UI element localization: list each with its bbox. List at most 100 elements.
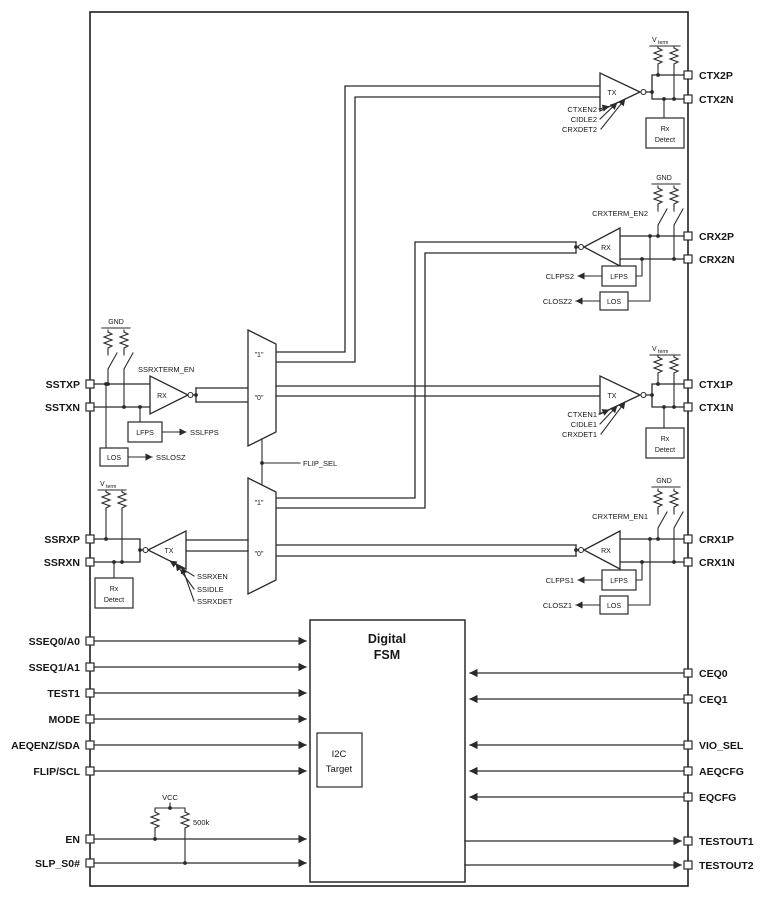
gnd-label: GND <box>108 319 124 326</box>
pin-crx2n <box>683 254 693 264</box>
sstx-amp-label: RX <box>157 393 167 400</box>
pin-vio-sel <box>683 740 693 750</box>
crx1-amp-label: RX <box>601 548 611 555</box>
ssrxen-label: SSRXEN <box>197 572 228 581</box>
junction-dot <box>672 97 676 101</box>
resistor <box>653 488 663 510</box>
wires-sstx-to-mux1 <box>192 387 249 403</box>
pin-ssrxn <box>85 557 95 567</box>
resistor <box>180 809 190 831</box>
pins-left: SSTXP SSTXN SSRXP SSRXN SSEQ0/A0 SSEQ1/A… <box>11 379 95 870</box>
resistor <box>669 45 679 67</box>
pin-ctx1n <box>683 402 693 412</box>
gnd-label: GND <box>656 175 672 182</box>
i2c-label-2: Target <box>326 764 353 775</box>
pin-label-ssrxn: SSRXN <box>44 557 80 569</box>
tx2-amp-label: TX <box>608 90 617 97</box>
pin-label-vio-sel: VIO_SEL <box>699 740 744 752</box>
resistor <box>653 354 663 376</box>
pin-label-crx2p: CRX2P <box>699 231 734 243</box>
pin-aeqenz-sda <box>85 740 95 750</box>
fsm-title-2: FSM <box>374 648 400 662</box>
resistor <box>119 329 129 351</box>
mux1-input-0-label: "0" <box>255 395 264 402</box>
pin-label-flip-scl: FLIP/SCL <box>33 766 80 778</box>
junction-dot <box>672 405 676 409</box>
pin-crx1n <box>683 557 693 567</box>
pin-label-sseq1-a1: SSEQ1/A1 <box>29 662 81 674</box>
pin-crx2p <box>683 231 693 241</box>
pin-label-crx1n: CRX1N <box>699 557 735 569</box>
junction-dot <box>672 257 676 261</box>
crxdet2-label: CRXDET2 <box>562 125 597 134</box>
junction-dot <box>153 837 157 841</box>
mux2-input-0-label: "0" <box>255 551 264 558</box>
pin-sseq1-a1 <box>85 662 95 672</box>
junction-dot <box>648 234 652 238</box>
pin-ctx2p <box>683 70 693 80</box>
pin-ctx1p <box>683 379 693 389</box>
crx2-receiver: GND CRXTERM_EN2 RX LFPS CLFPS2 LOS CLOSZ… <box>275 175 685 509</box>
resistor <box>117 489 127 511</box>
pin-label-ctx2n: CTX2N <box>699 94 733 106</box>
junction-dot <box>104 537 108 541</box>
junction-dot <box>122 405 126 409</box>
mux1: "1" "0" FLIP_SEL <box>247 328 337 486</box>
junction-dot <box>104 382 108 386</box>
lfps-tap <box>635 561 643 581</box>
pin-label-testout1: TESTOUT1 <box>699 836 754 848</box>
gnd-label: GND <box>656 478 672 485</box>
junction-dot <box>112 560 116 564</box>
pin-sstxp <box>85 379 95 389</box>
crxterm-en2-label: CRXTERM_EN2 <box>592 209 648 218</box>
tx2-rx-detect-box <box>645 117 685 149</box>
junction-dot <box>138 405 142 409</box>
lfps-label: LFPS <box>610 578 628 585</box>
pin-label-aeqenz-sda: AEQENZ/SDA <box>11 740 80 752</box>
wires-mux2-to-ssrx <box>185 539 249 552</box>
lfps-tap <box>635 258 643 277</box>
junction-dot <box>648 537 652 541</box>
vterm-sub-label: term <box>658 40 668 46</box>
pin-label-sstxn: SSTXN <box>45 402 80 414</box>
ssrxterm-en-label: SSRXTERM_EN <box>138 365 194 374</box>
rx-detect-label-1: Rx <box>110 586 119 593</box>
crx1-amp <box>582 529 621 571</box>
resistor <box>669 354 679 376</box>
junction-dot <box>168 806 172 810</box>
vterm-label: V <box>652 37 657 44</box>
vcc-pullups: VCC 500k <box>150 793 210 865</box>
junction-dot <box>672 560 676 564</box>
wires-mux1-to-tx2 <box>275 85 601 363</box>
pin-label-ctx1p: CTX1P <box>699 379 733 391</box>
vterm-label: V <box>652 346 657 353</box>
junction-dot <box>194 393 198 397</box>
i2c-label-1: I2C <box>332 749 347 760</box>
resistor <box>653 45 663 67</box>
junction-dot <box>120 560 124 564</box>
tx1-amp-label: TX <box>608 393 617 400</box>
pin-label-slp-s0: SLP_S0# <box>35 858 80 870</box>
los-label: LOS <box>607 603 621 610</box>
ctx1-transmitter: TX V term Rx Detect CTXEN1 CIDLE1 CRXDET… <box>275 346 685 459</box>
cidle2-label: CIDLE2 <box>571 115 597 124</box>
crx2-term-switches <box>657 205 684 260</box>
pin-ceq0 <box>683 668 693 678</box>
resistor <box>653 185 663 207</box>
vterm-label: V <box>100 481 105 488</box>
los-tap <box>627 538 651 606</box>
junction-dot <box>662 405 666 409</box>
pin-label-test1: TEST1 <box>47 688 80 700</box>
ctxen1-label: CTXEN1 <box>567 410 597 419</box>
junction-dot <box>183 861 187 865</box>
junction-dot <box>656 73 660 77</box>
crxdet1-label: CRXDET1 <box>562 430 597 439</box>
resistor-leads <box>657 65 675 100</box>
los-tap <box>627 235 651 302</box>
right-control-wires <box>464 668 685 870</box>
pin-label-aeqcfg: AEQCFG <box>699 766 744 778</box>
pin-aeqcfg <box>683 766 693 776</box>
sstx-term-switches <box>107 349 134 408</box>
junction-dot <box>662 97 666 101</box>
pin-label-ctx1n: CTX1N <box>699 402 733 414</box>
